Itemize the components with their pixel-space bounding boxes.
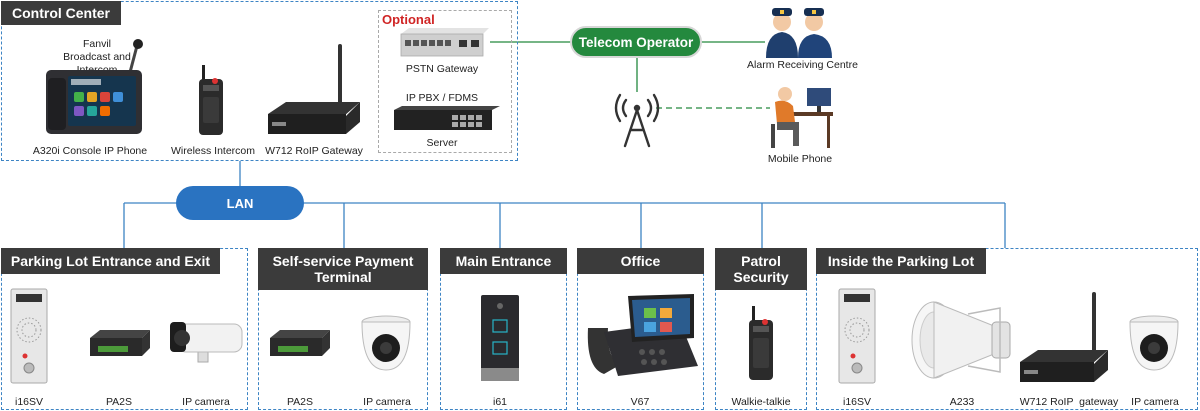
telecom-links xyxy=(490,41,770,109)
security-guards-icon xyxy=(766,8,832,58)
zone6-device-3-caption: W712 RoIP gateway xyxy=(1019,396,1119,408)
ippbx-caption: IP PBX / FDMS xyxy=(405,92,479,104)
i16sv-icon xyxy=(10,288,48,384)
zone6-device-2-caption: A233 xyxy=(949,396,975,408)
zone5-device-1-caption: Walkie-talkie xyxy=(731,396,791,408)
antenna-tower-icon xyxy=(614,93,660,148)
zone-patrol-title: Patrol Security xyxy=(715,248,807,290)
zone1-device-3-caption: IP camera xyxy=(182,396,230,408)
pa2s-icon xyxy=(270,330,330,356)
roip-gateway-icon xyxy=(1020,292,1108,382)
server-icon xyxy=(394,106,500,130)
walkie-talkie-icon xyxy=(749,306,773,380)
zone3-device-1-caption: i61 xyxy=(492,396,507,408)
wireless-intercom-icon xyxy=(199,65,223,135)
i16sv-icon xyxy=(838,288,876,384)
zone-inside-lot-title: Inside the Parking Lot xyxy=(816,248,986,274)
zone-office-title: Office xyxy=(577,248,704,274)
control-center-frame xyxy=(1,1,518,161)
horn-speaker-icon xyxy=(911,301,1011,379)
zone1-device-2-caption: PA2S xyxy=(105,396,133,408)
pstn-gateway-icon xyxy=(400,28,489,57)
zone2-device-1-caption: PA2S xyxy=(286,396,314,408)
control-center-title: Control Center xyxy=(1,1,121,25)
zone-parking-entrance-title: Parking Lot Entrance and Exit xyxy=(1,248,220,274)
server-caption: Server xyxy=(426,137,458,149)
v67-phone-icon xyxy=(587,294,698,376)
pa2s-icon xyxy=(90,330,150,356)
mobile-user-icon xyxy=(771,87,833,148)
roip-gateway-caption: W712 RoIP Gateway xyxy=(265,145,363,157)
pstn-gateway-caption: PSTN Gateway xyxy=(405,63,479,75)
optional-label: Optional xyxy=(382,12,435,27)
i61-icon xyxy=(481,295,519,381)
zone-main-entrance-title: Main Entrance xyxy=(440,248,567,274)
zone1-device-1-caption: i16SV xyxy=(14,396,44,408)
zone6-device-4-caption: IP camera xyxy=(1131,396,1179,408)
bullet-camera-icon xyxy=(170,322,243,363)
zone-self-service-title: Self-service Payment Terminal xyxy=(258,248,428,290)
roip-gateway-icon xyxy=(268,44,360,134)
zone6-device-1-caption: i16SV xyxy=(842,396,872,408)
zone2-device-2-caption: IP camera xyxy=(363,396,411,408)
zone4-device-1-caption: V67 xyxy=(630,396,650,408)
optional-frame xyxy=(378,10,512,153)
zone-inside-lot-frame xyxy=(816,248,1198,410)
mobile-phone-caption: Mobile Phone xyxy=(767,153,833,165)
telecom-operator-node: Telecom Operator xyxy=(570,26,702,58)
dome-camera-icon xyxy=(361,315,411,371)
console-phone-icon xyxy=(46,39,143,134)
dome-camera-icon xyxy=(1129,315,1179,371)
alarm-centre-caption: Alarm Receiving Centre xyxy=(747,59,858,71)
console-phone-caption: A320i Console IP Phone xyxy=(32,145,148,157)
lan-node: LAN xyxy=(176,186,304,220)
wireless-intercom-caption: Wireless Intercom xyxy=(170,145,255,157)
